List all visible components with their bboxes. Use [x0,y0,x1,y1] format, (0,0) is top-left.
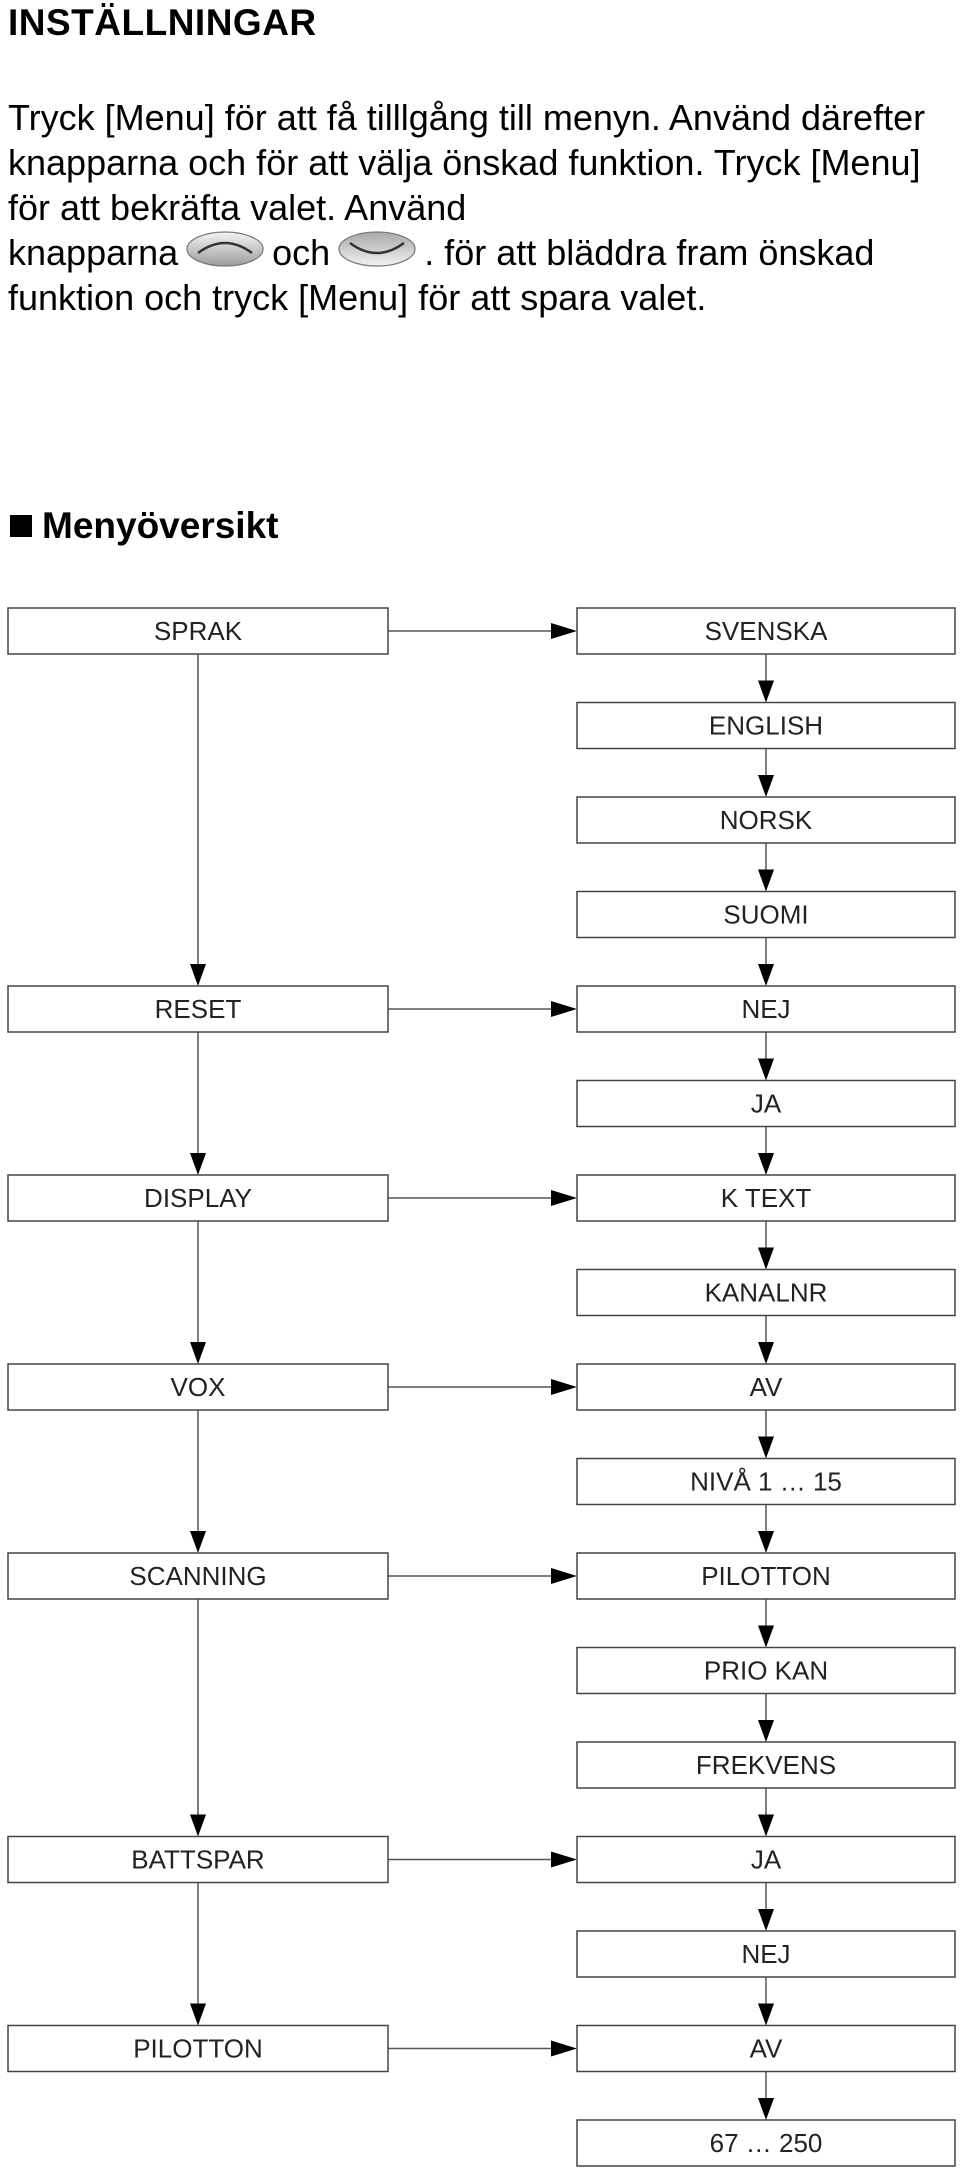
down-arrow-icon [758,2003,774,2026]
menu-item-label: BATTSPAR [131,1845,264,1875]
down-arrow-icon [190,1814,206,1837]
option-label: PRIO KAN [704,1656,828,1686]
option-label: JA [751,1845,782,1875]
option-box: SUOMI [576,890,956,939]
menu-item-box: SPRAK [7,607,389,655]
option-label: JA [751,1089,782,1119]
option-label: SVENSKA [705,616,828,646]
down-arrow-icon [758,1720,774,1742]
option-box: AV [576,2024,956,2073]
section-heading: Menyöversikt [10,505,279,547]
option-box: PRIO KAN [576,1646,956,1695]
intro-text-1: Tryck [Menu] för att få tilllgång till m… [8,97,926,228]
down-arrow-icon [758,1436,774,1459]
menu-item-label: DISPLAY [144,1183,252,1213]
right-arrow-icon [551,623,577,639]
menu-item-box: BATTSPAR [7,1835,389,1884]
option-box: JA [576,1079,956,1128]
option-label: FREKVENS [696,1750,836,1780]
down-arrow-icon [758,1814,774,1837]
intro-paragraph: Tryck [Menu] för att få tilllgång till m… [8,95,948,320]
down-arrow-icon [758,964,774,986]
option-label: ENGLISH [709,711,823,741]
option-box: ENGLISH [576,701,956,750]
option-box: NORSK [576,796,956,844]
right-arrow-icon [551,1379,577,1395]
option-box: FREKVENS [576,1741,956,1789]
option-label: KANALNR [705,1278,828,1308]
down-arrow-icon [758,1247,774,1270]
menu-item-label: PILOTTON [133,2034,263,2064]
down-arrow-icon [758,869,774,892]
flow-connectors [190,623,774,2120]
menu-item-label: SPRAK [154,616,243,646]
option-label: PILOTTON [701,1561,831,1591]
menu-item-box: PILOTTON [7,2024,389,2073]
down-arrow-icon [190,2003,206,2026]
down-arrow-icon [190,1531,206,1553]
option-label: NEJ [741,994,790,1024]
option-label: 67 … 250 [710,2128,823,2158]
intro-text-4: . för att bläddra fram önskad funktion o… [8,232,875,318]
menu-item-label: SCANNING [129,1561,266,1591]
down-arrow-icon [758,1625,774,1648]
option-box: SVENSKA [576,607,956,655]
down-arrow-icon [758,775,774,797]
option-label: K TEXT [721,1183,812,1213]
section-title: Menyöversikt [42,505,279,546]
menu-item-label: VOX [171,1372,226,1402]
option-label: SUOMI [723,900,808,930]
menu-item-label: RESET [155,994,242,1024]
right-arrow-icon [551,1851,577,1868]
option-label: AV [750,1372,783,1402]
menu-item-box: SCANNING [7,1552,389,1600]
down-arrow-icon [758,1531,774,1553]
option-box: NIVÅ 1 … 15 [576,1457,956,1506]
option-box: KANALNR [576,1268,956,1317]
down-arrow-icon [758,1342,774,1364]
right-arrow-icon [551,1568,577,1584]
option-box: 67 … 250 [576,2119,956,2167]
option-label: NIVÅ 1 … 15 [690,1467,842,1497]
menu-item-box: VOX [7,1363,389,1411]
option-box: K TEXT [576,1174,956,1222]
up-button-icon [186,231,264,268]
option-box: AV [576,1363,956,1411]
down-arrow-icon [758,680,774,703]
down-arrow-icon [758,1058,774,1081]
down-arrow-icon [758,2098,774,2120]
down-arrow-icon [758,1909,774,1931]
down-arrow-icon [190,1153,206,1175]
flow-boxes: SPRAK RESET DISPLAY VOX SCANNING BATTSPAR PILO… [7,607,956,2167]
menu-item-box: RESET [7,985,389,1033]
down-arrow-icon [190,1342,206,1364]
down-arrow-icon [190,964,206,986]
option-box: JA [576,1835,956,1884]
right-arrow-icon [551,1001,577,1017]
right-arrow-icon [551,1190,577,1206]
option-box: NEJ [576,1930,956,1978]
page-title: INSTÄLLNINGAR [8,2,317,43]
down-button-icon [338,231,416,268]
square-bullet-icon [10,515,32,537]
menu-item-box: DISPLAY [7,1174,389,1222]
option-label: AV [750,2034,783,2064]
option-box: PILOTTON [576,1552,956,1600]
down-arrow-icon [758,1153,774,1175]
intro-text-2: knapparna [8,232,179,273]
option-label: NEJ [741,1939,790,1969]
right-arrow-icon [551,2040,577,2057]
menu-flowchart: SPRAK RESET DISPLAY VOX SCANNING BATTSPAR PILO… [7,607,956,2167]
option-label: NORSK [720,805,813,835]
intro-text-3: och [272,232,331,273]
option-box: NEJ [576,985,956,1033]
